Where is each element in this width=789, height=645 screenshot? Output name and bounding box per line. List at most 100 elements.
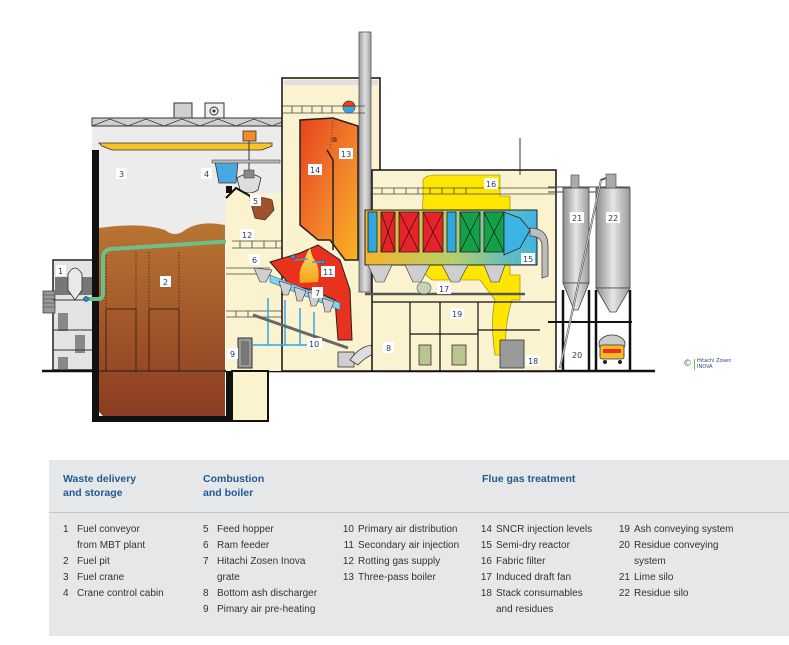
legend-item-number: 22 bbox=[618, 588, 630, 599]
legend-item-2: 2 Fuel pit bbox=[63, 554, 198, 570]
callout-16: 16 bbox=[484, 178, 498, 189]
callout-13: 13 bbox=[339, 148, 353, 159]
legend-item-4: 4 Crane control cabin bbox=[63, 586, 198, 602]
callout-4: 4 bbox=[201, 168, 212, 179]
svg-text:6: 6 bbox=[252, 256, 257, 265]
legend-item-number: 13 bbox=[342, 572, 354, 583]
legend-item-label: Semi-dry reactor bbox=[496, 540, 570, 551]
legend-item-label: Stack consumables and residues bbox=[496, 588, 583, 615]
legend-item-label: Fabric filter bbox=[496, 556, 546, 567]
svg-text:18: 18 bbox=[528, 357, 538, 366]
legend-item-label: Secondary air injection bbox=[358, 540, 460, 551]
legend-item-number: 8 bbox=[203, 588, 209, 599]
legend-item-22: 22 Residue silo bbox=[617, 586, 777, 602]
legend-item-3: 3 Fuel crane bbox=[63, 570, 198, 586]
callout-2: 2 bbox=[160, 276, 171, 287]
svg-text:22: 22 bbox=[608, 214, 618, 223]
legend-item-label: Crane control cabin bbox=[77, 588, 164, 599]
legend-item-label: Fuel pit bbox=[77, 556, 110, 567]
svg-text:8: 8 bbox=[386, 344, 391, 353]
callout-12: 12 bbox=[240, 229, 254, 240]
callout-17: 17 bbox=[437, 283, 451, 294]
callout-labels: 1 2 3 4 5 6 7 8 9 10 11 12 13 14 15 16 1… bbox=[56, 148, 620, 366]
brand-line-2: INOVA bbox=[697, 364, 713, 370]
legend-item-label: Primary air distribution bbox=[358, 524, 458, 535]
legend-heading-waste-delivery: Waste delivery and storage bbox=[63, 473, 137, 499]
legend-item-label: Pimary air pre-heating bbox=[217, 604, 316, 615]
callout-11: 11 bbox=[321, 266, 335, 277]
svg-text:1: 1 bbox=[58, 267, 63, 276]
legend-item-number: 4 bbox=[63, 588, 69, 599]
svg-text:21: 21 bbox=[572, 214, 582, 223]
flue-gas-building bbox=[364, 138, 557, 372]
callout-8: 8 bbox=[383, 342, 394, 353]
legend-item-label: Feed hopper bbox=[217, 524, 274, 535]
copyright-symbol: © bbox=[683, 359, 692, 369]
legend-item-number: 15 bbox=[480, 540, 492, 551]
legend-item-number: 3 bbox=[63, 572, 69, 583]
legend-item-number: 16 bbox=[480, 556, 492, 567]
callout-14: 14 bbox=[308, 164, 322, 175]
callout-3: 3 bbox=[116, 168, 127, 179]
svg-text:16: 16 bbox=[486, 180, 496, 189]
legend-item-label: Bottom ash discharger bbox=[217, 588, 318, 599]
svg-text:10: 10 bbox=[309, 340, 319, 349]
svg-text:19: 19 bbox=[452, 310, 462, 319]
silo-structure bbox=[548, 173, 632, 371]
legend-item-9: 9 Pimary air pre-heating bbox=[203, 602, 338, 618]
legend-item-10: 10 Primary air distribution bbox=[341, 522, 481, 538]
svg-text:17: 17 bbox=[439, 285, 449, 294]
svg-text:20: 20 bbox=[572, 351, 582, 360]
legend-item-number: 21 bbox=[618, 572, 630, 583]
brand-divider bbox=[694, 359, 695, 370]
legend-item-number: 2 bbox=[63, 556, 69, 567]
callout-18: 18 bbox=[526, 355, 540, 366]
legend-item-number: 10 bbox=[342, 524, 354, 535]
conveyor-building bbox=[42, 259, 99, 371]
callout-21: 21 bbox=[570, 212, 584, 223]
legend-item-label: Lime silo bbox=[634, 572, 674, 583]
legend-item-label: Residue silo bbox=[634, 588, 689, 599]
svg-text:14: 14 bbox=[310, 166, 320, 175]
legend-item-number: 1 bbox=[63, 524, 69, 535]
callout-6: 6 bbox=[249, 254, 260, 265]
copyright-notice: © Hitachi Zosen INOVA bbox=[683, 358, 743, 372]
rotting-gas-pipe bbox=[87, 239, 235, 301]
plant-cross-section-diagram: 1 2 3 4 5 6 7 8 9 10 11 12 13 14 15 16 1… bbox=[42, 31, 655, 422]
callout-15: 15 bbox=[521, 253, 535, 264]
svg-text:9: 9 bbox=[230, 350, 235, 359]
legend-divider bbox=[49, 512, 789, 513]
callout-19: 19 bbox=[450, 308, 464, 319]
legend-item-19: 19 Ash conveying system bbox=[617, 522, 777, 538]
callout-10: 10 bbox=[307, 338, 322, 349]
legend-item-5: 5 Feed hopper bbox=[203, 522, 338, 538]
svg-text:5: 5 bbox=[253, 197, 258, 206]
legend-item-label: Three-pass boiler bbox=[358, 572, 436, 583]
legend-heading-combustion: Combustion and boiler bbox=[203, 473, 265, 499]
legend-item-number: 12 bbox=[342, 556, 354, 567]
brand-logo-text: Hitachi Zosen INOVA bbox=[697, 358, 731, 370]
callout-7: 7 bbox=[312, 287, 323, 298]
legend-item-number: 18 bbox=[480, 588, 492, 599]
legend-item-number: 19 bbox=[618, 524, 630, 535]
legend-item-number: 5 bbox=[203, 524, 209, 535]
callout-22: 22 bbox=[606, 212, 620, 223]
callout-1: 1 bbox=[56, 265, 66, 276]
legend-item-label: Ash conveying system bbox=[634, 524, 734, 535]
legend-item-label: Fuel crane bbox=[77, 572, 125, 583]
legend-item-number: 9 bbox=[203, 604, 209, 615]
svg-text:2: 2 bbox=[163, 278, 168, 287]
svg-text:3: 3 bbox=[119, 170, 124, 179]
